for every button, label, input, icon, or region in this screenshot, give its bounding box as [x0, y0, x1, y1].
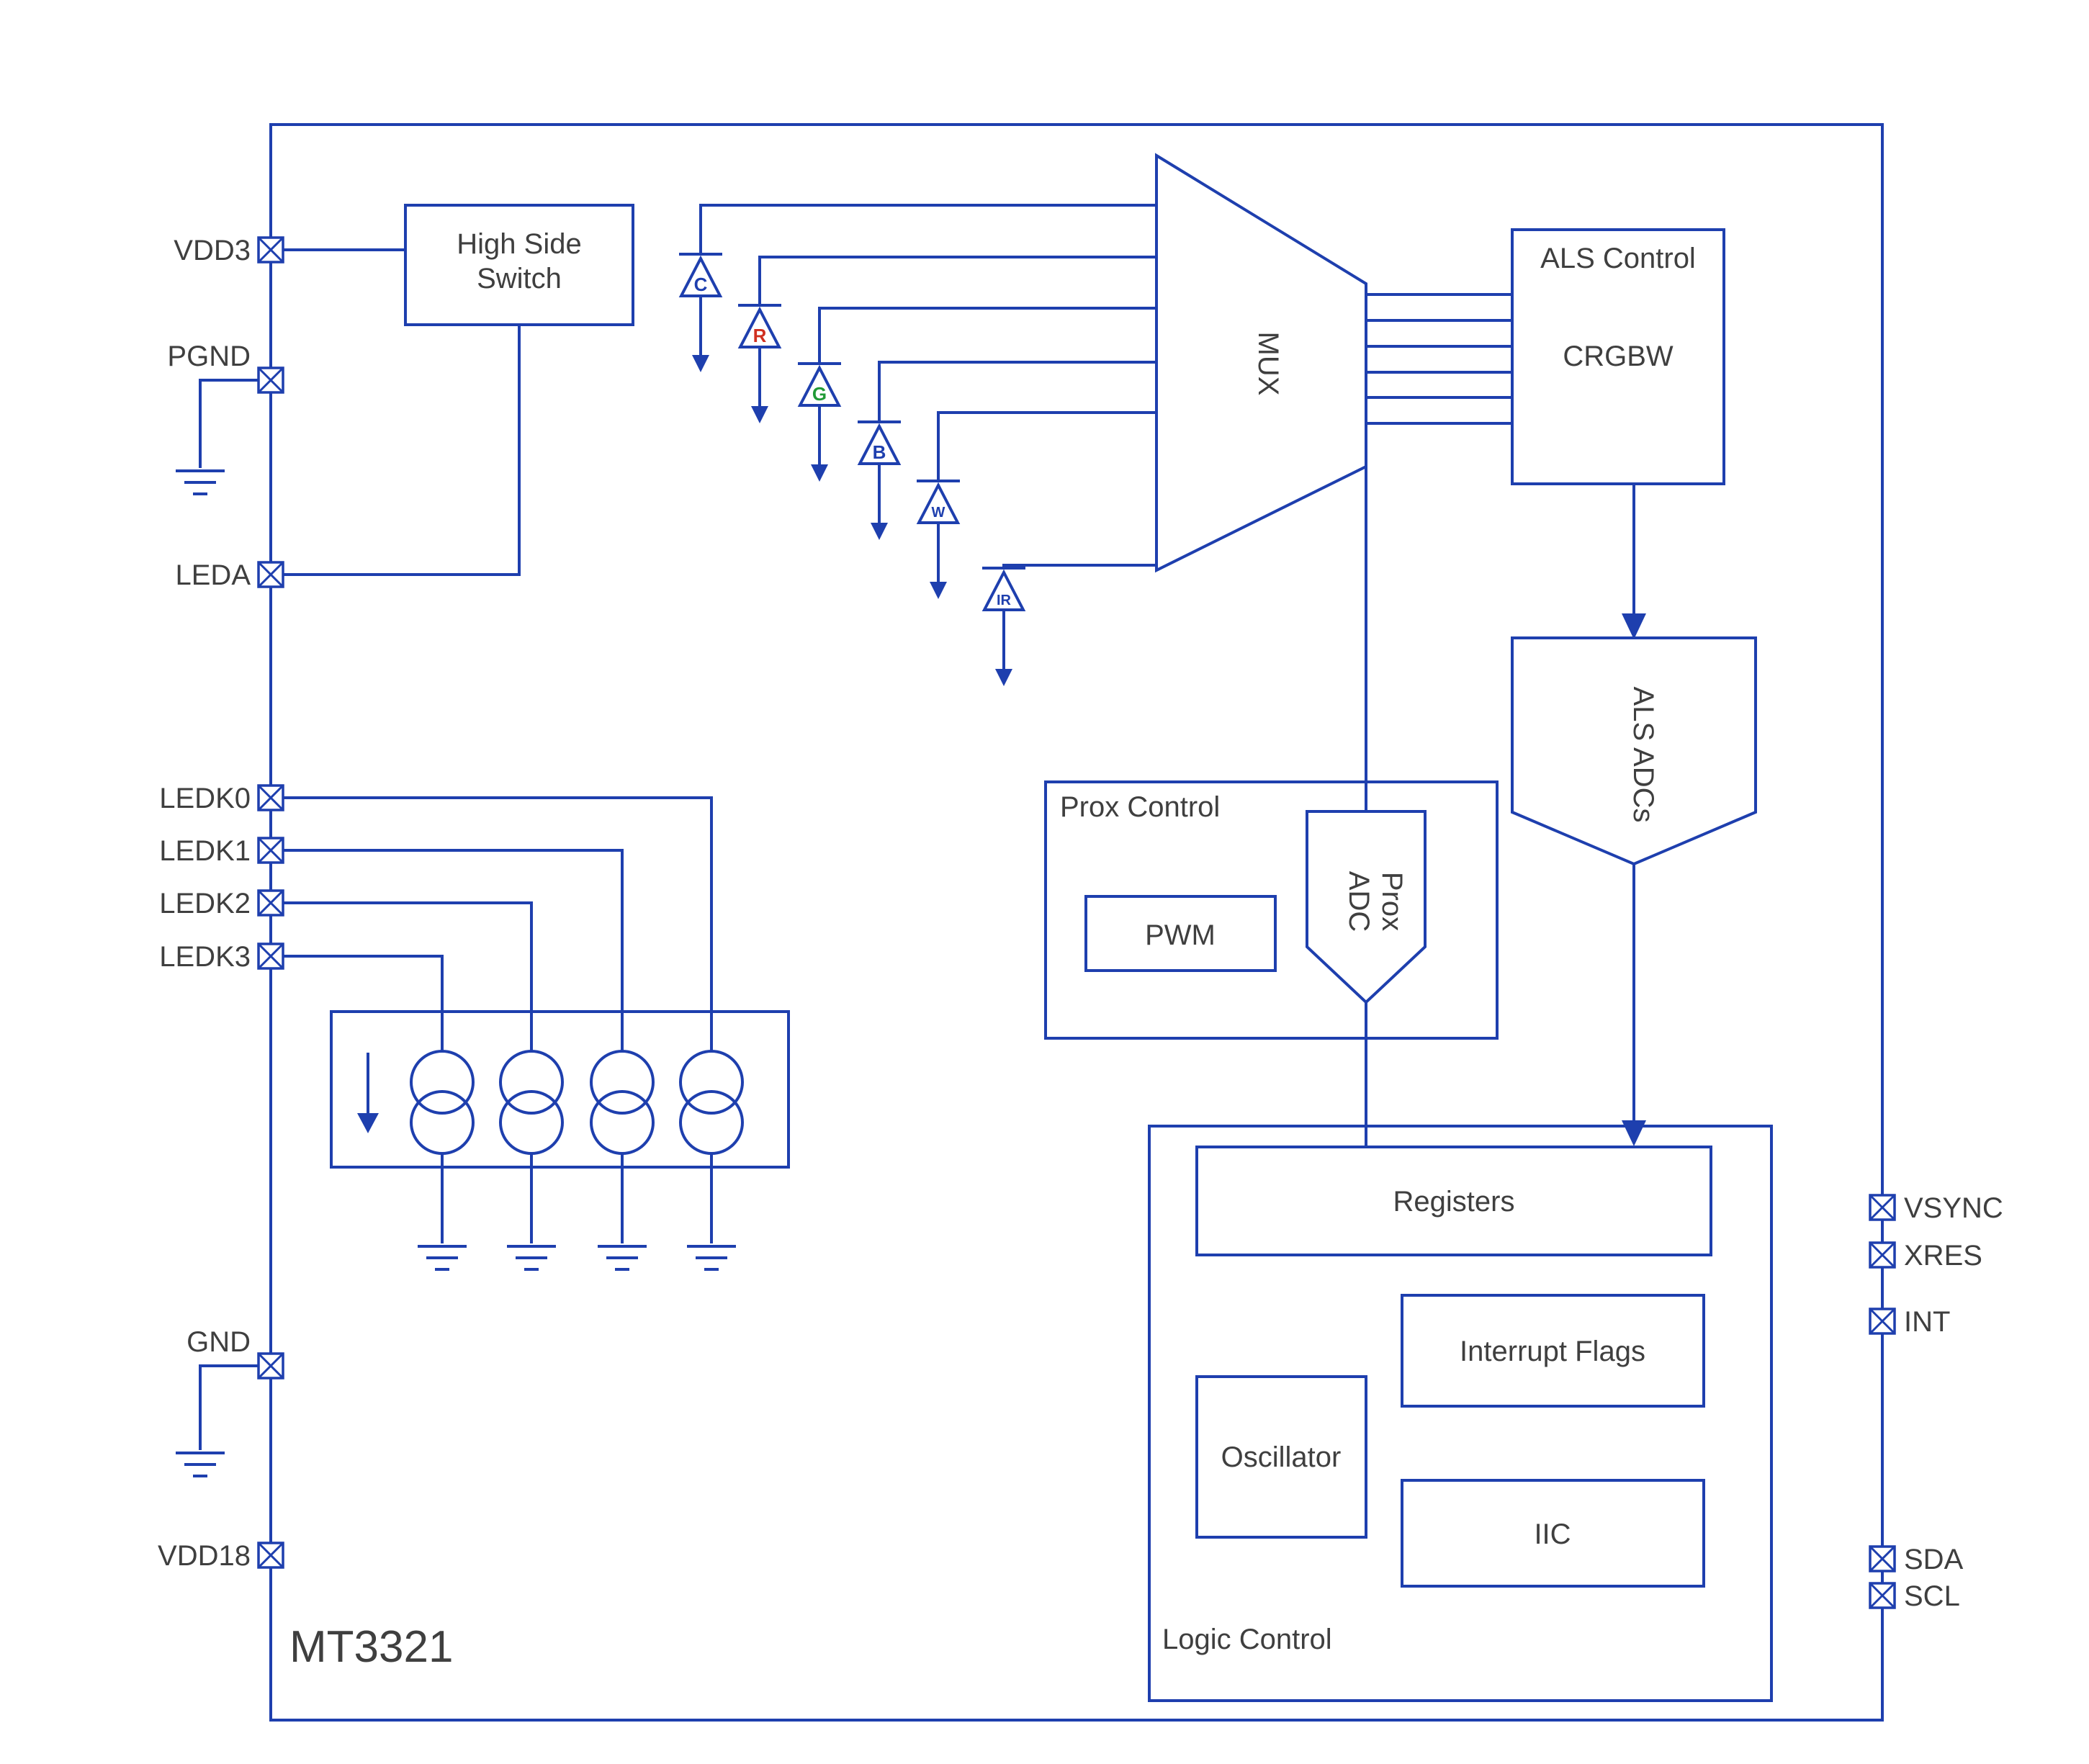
current-source-4 — [679, 1050, 744, 1155]
als-control-label: ALS Control — [1540, 243, 1696, 274]
block-iic: IIC — [1401, 1479, 1705, 1588]
interrupt-flags-label: Interrupt Flags — [1460, 1336, 1645, 1367]
ground-icon — [176, 1452, 225, 1477]
wire-ledk1 — [271, 849, 624, 1051]
wire-diode-g — [818, 307, 1156, 364]
pin-vsync: VSYNC — [1869, 1192, 2003, 1224]
pin-ledk3: LEDK3 — [159, 941, 284, 973]
photodiode-b-label: B — [873, 441, 886, 463]
pin-int: INT — [1869, 1306, 1950, 1338]
logic-control-label: Logic Control — [1162, 1624, 1332, 1655]
chip-title: MT3321 — [289, 1622, 453, 1672]
block-als-adcs: ALS ADCs — [1511, 636, 1757, 866]
block-mux: MUX — [1155, 153, 1367, 573]
prox-control-label: Prox Control — [1060, 791, 1220, 823]
pin-leda-label: LEDA — [176, 559, 251, 591]
wire-pgnd — [199, 379, 271, 468]
pin-vdd3-label: VDD3 — [174, 235, 251, 266]
photodiode-c: C — [678, 253, 723, 372]
pin-vsync-label: VSYNC — [1904, 1192, 2003, 1224]
current-source-2 — [499, 1050, 564, 1155]
current-source-3 — [590, 1050, 655, 1155]
ground-icon — [176, 469, 225, 495]
pin-gnd-label: GND — [187, 1326, 251, 1358]
pin-vdd3: VDD3 — [174, 235, 284, 266]
pin-ledk1: LEDK1 — [159, 835, 284, 867]
arrow-down-icon — [1622, 1120, 1646, 1146]
pin-ledk0: LEDK0 — [159, 783, 284, 814]
photodiode-g: G — [797, 362, 842, 482]
prox-adc-label-line1: Prox — [1376, 872, 1408, 931]
photodiode-w-label: W — [932, 505, 945, 521]
ground-icon — [598, 1245, 647, 1271]
photodiode-r: R — [737, 304, 782, 423]
block-prox-control: Prox Control PWM Prox ADC — [1044, 780, 1499, 1040]
wire-diode-b — [878, 361, 1156, 422]
pin-gnd: GND — [187, 1326, 284, 1380]
wire-ledk2 — [271, 901, 533, 1051]
pin-ledk0-label: LEDK0 — [159, 783, 251, 814]
pin-ledk3-label: LEDK3 — [159, 941, 251, 973]
registers-label: Registers — [1393, 1186, 1515, 1218]
pin-pgnd-label: PGND — [167, 341, 251, 372]
pin-xres: XRES — [1869, 1240, 1982, 1272]
block-logic-control: Logic Control Registers Interrupt Flags … — [1148, 1125, 1773, 1702]
pin-sda-label: SDA — [1904, 1544, 1964, 1575]
photodiode-b: B — [857, 420, 902, 540]
pwm-label: PWM — [1145, 919, 1216, 951]
block-high-side-switch: High Side Switch — [404, 204, 634, 326]
pin-vdd18-label: VDD18 — [158, 1540, 251, 1572]
pin-ledk2-label: LEDK2 — [159, 888, 251, 919]
block-registers: Registers — [1195, 1146, 1712, 1256]
photodiode-r-label: R — [753, 325, 767, 346]
wire-gnd — [199, 1364, 271, 1450]
pin-leda: LEDA — [176, 559, 284, 591]
ground-icon — [687, 1245, 736, 1271]
pin-ledk2: LEDK2 — [159, 888, 284, 919]
photodiode-ir-label: IR — [997, 593, 1012, 608]
pin-sda: SDA — [1869, 1544, 1964, 1575]
als-control-crgbw-label: CRGBW — [1563, 341, 1674, 372]
pin-int-label: INT — [1904, 1306, 1950, 1338]
pin-vdd18: VDD18 — [158, 1540, 284, 1572]
block-interrupt-flags: Interrupt Flags — [1401, 1294, 1705, 1408]
iic-label: IIC — [1534, 1518, 1571, 1550]
ground-icon — [418, 1245, 467, 1271]
wire-diode-r — [758, 256, 1156, 305]
wire-leda — [271, 325, 521, 576]
wire-ledk3 — [271, 955, 444, 1051]
block-prox-adc: Prox ADC — [1306, 810, 1427, 1004]
als-adcs-label: ALS ADCs — [1627, 687, 1659, 823]
arrow-down-icon — [1622, 613, 1646, 639]
pin-pgnd: PGND — [167, 341, 284, 394]
high-side-switch-label-line1: High Side — [457, 228, 581, 260]
wire-diode-w — [937, 411, 1156, 481]
ground-icon — [507, 1245, 556, 1271]
high-side-switch-label-line2: Switch — [477, 263, 562, 294]
photodiode-w: W — [916, 480, 961, 599]
block-pwm: PWM — [1084, 895, 1277, 972]
photodiode-ir: IR — [981, 567, 1026, 686]
photodiode-g-label: G — [812, 383, 827, 405]
arrow-down-icon — [357, 1113, 379, 1133]
pin-xres-label: XRES — [1904, 1240, 1982, 1272]
photodiode-c-label: C — [694, 274, 708, 295]
wire-diode-ir — [1002, 564, 1156, 568]
current-source-1 — [410, 1050, 475, 1155]
prox-adc-label-line2: ADC — [1343, 871, 1375, 932]
wire-ledk0 — [271, 796, 713, 1051]
pin-scl-label: SCL — [1904, 1580, 1960, 1612]
mux-label: MUX — [1252, 332, 1284, 396]
pin-ledk1-label: LEDK1 — [159, 835, 251, 867]
current-source-array — [330, 1010, 790, 1169]
chip-boundary — [269, 123, 1884, 1722]
oscillator-label: Oscillator — [1221, 1441, 1342, 1473]
pin-scl: SCL — [1869, 1580, 1960, 1612]
wire-diode-c — [699, 204, 1156, 254]
block-als-control: ALS Control CRGBW — [1511, 228, 1725, 485]
block-oscillator: Oscillator — [1195, 1375, 1367, 1539]
